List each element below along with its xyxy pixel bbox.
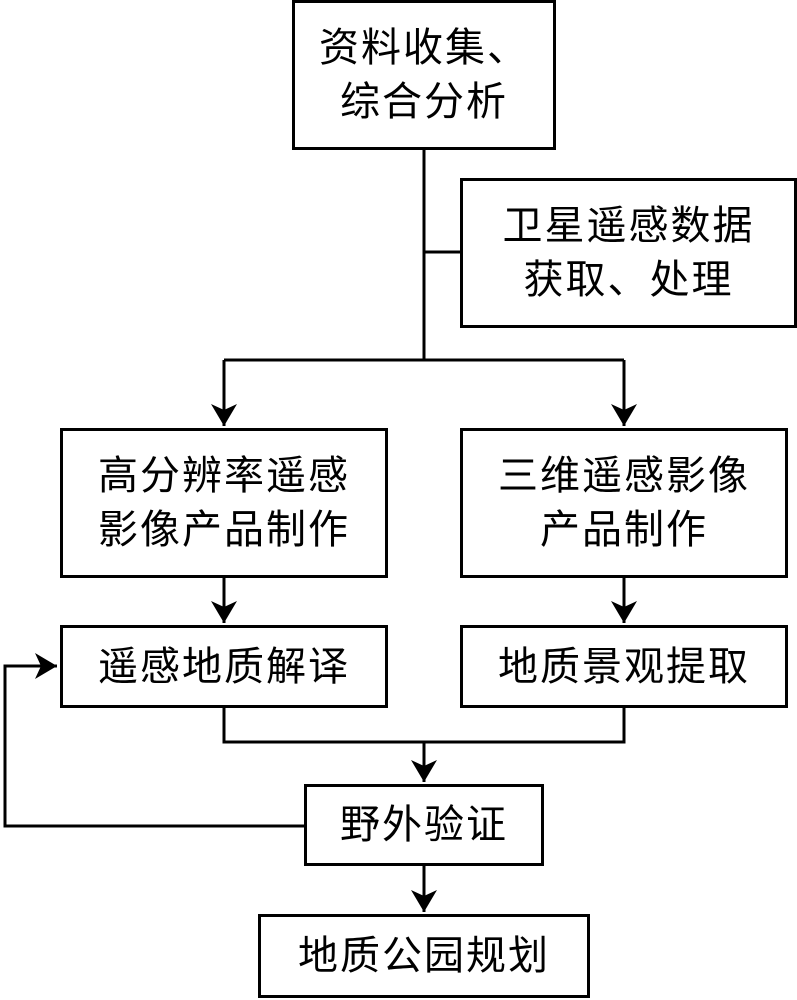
node-geopark-planning: 地质公园规划: [258, 914, 590, 998]
feedback-loop-line: [3, 653, 306, 828]
node-3d-product: 三维遥感影像 产品制作: [460, 428, 788, 578]
node-field-verification: 野外验证: [304, 784, 544, 866]
node-landscape-extraction: 地质景观提取: [460, 625, 788, 708]
node-3d-line1: 三维遥感影像: [498, 453, 750, 499]
node-3d-line2: 产品制作: [540, 507, 708, 553]
node-collect-line2: 综合分析: [340, 79, 508, 125]
node-satellite-line2: 获取、处理: [523, 257, 734, 303]
node-interpret-label: 遥感地质解译: [98, 643, 350, 690]
node-highres-line1: 高分辨率遥感: [98, 453, 350, 499]
node-highres-line2: 影像产品制作: [98, 507, 350, 553]
node-geo-interpretation: 遥感地质解译: [60, 625, 388, 708]
node-satellite-line1: 卫星遥感数据: [502, 203, 755, 249]
node-collect-analysis: 资料收集、 综合分析: [292, 0, 556, 150]
node-plan-label: 地质公园规划: [298, 933, 550, 979]
node-satellite-data: 卫星遥感数据 获取、处理: [460, 178, 797, 328]
node-field-label: 野外验证: [340, 802, 508, 848]
node-landscape-label: 地质景观提取: [498, 643, 750, 690]
node-collect-line1: 资料收集、: [319, 25, 529, 71]
merge-line: [222, 708, 626, 744]
node-highres-product: 高分辨率遥感 影像产品制作: [60, 428, 388, 578]
